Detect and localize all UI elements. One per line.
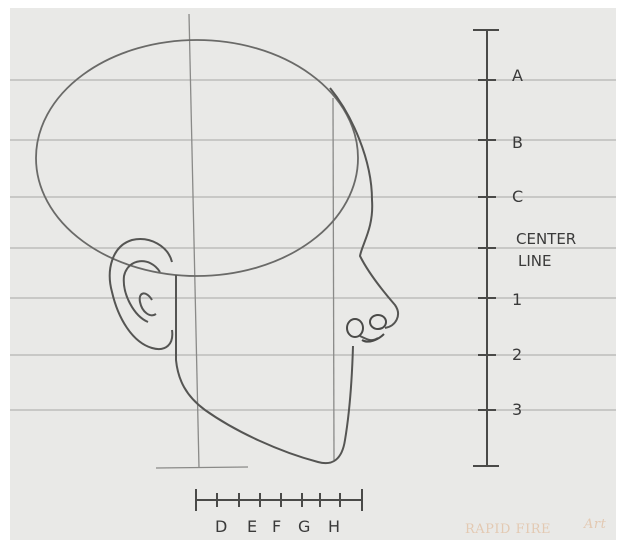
nose-icon	[346, 314, 387, 343]
vertical-guideline-front	[332, 97, 335, 461]
ear-icon	[108, 238, 174, 350]
scale-label-d: D	[215, 517, 227, 536]
scale-label-3: 3	[512, 400, 522, 419]
scale-label-e: E	[247, 517, 257, 536]
vertical-guideline-back	[188, 13, 200, 469]
vertical-ruler	[473, 29, 499, 467]
rapid-fire-logo: RAPID FIRE Art	[465, 517, 607, 537]
watermark-suffix: Art	[583, 517, 607, 532]
base-line	[155, 466, 249, 469]
scale-label-line: LINE	[518, 252, 551, 270]
scale-label-c: C	[512, 187, 523, 206]
scale-label-1: 1	[512, 290, 522, 309]
horizontal-ruler	[195, 489, 363, 511]
scale-label-g: G	[298, 517, 310, 536]
horizontal-guidelines	[10, 79, 616, 411]
scale-label-a: A	[512, 66, 523, 85]
scale-label-b: B	[512, 133, 523, 152]
watermark-brand: RAPID FIRE	[465, 522, 551, 537]
paper-background	[10, 8, 616, 540]
scale-label-f: F	[272, 517, 281, 536]
scale-label-2: 2	[512, 345, 522, 364]
scale-label-center: CENTER	[516, 230, 576, 248]
scale-label-h: H	[328, 517, 340, 536]
cranium-ellipse	[35, 39, 359, 277]
